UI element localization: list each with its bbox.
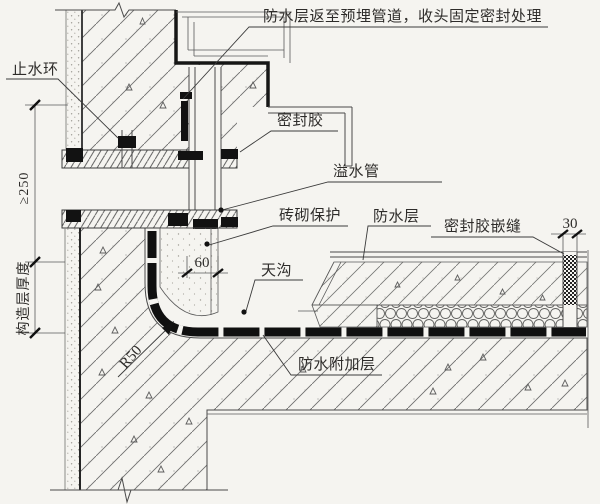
- dim-construction-thickness: 构造层厚度: [16, 261, 32, 336]
- dim-min-height: ≥250: [17, 172, 32, 205]
- label-brick-protection: 砖砌保护: [279, 207, 341, 224]
- top-break-line: [55, 1, 176, 19]
- column-base-seal: [66, 148, 83, 162]
- dim-protection-width: 60: [195, 255, 210, 271]
- label-top-note: 防水层返至预埋管道，收头固定密封处理: [263, 8, 542, 25]
- leader-dot-gutter: [241, 309, 247, 315]
- protection-cap-seal: [193, 219, 218, 229]
- sealant-caulk-joint: [563, 255, 577, 305]
- screed-topping-layer: [311, 261, 588, 306]
- r50-arrowhead: [162, 321, 174, 335]
- waterproof-membrane: [147, 231, 586, 337]
- upper-wall-section: [55, 1, 353, 210]
- parapet-step-outline: [174, 10, 270, 107]
- aggregate-marks-upper: [125, 16, 257, 109]
- label-sealant-caulk-joint: 密封胶嵌缝: [444, 218, 522, 235]
- label-water-stop-ring: 止水环: [12, 61, 59, 78]
- dimension-left: ≥250 构造层厚度: [16, 99, 68, 339]
- label-gutter: 天沟: [261, 262, 292, 279]
- dimension-60: 60: [178, 255, 228, 278]
- membrane-on-pipe: [181, 101, 188, 141]
- leader-dot-overflow-pipe: [218, 207, 224, 213]
- label-overflow-pipe: 溢水管: [333, 163, 380, 180]
- lower-concrete-hatch: [79, 227, 588, 491]
- coping-flashing-lines: [176, 11, 291, 63]
- lower-column: [65, 228, 80, 490]
- roof-top-surface-lines: [330, 251, 587, 258]
- upper-column: [66, 10, 82, 150]
- pipe-slab-seal-left: [178, 151, 203, 160]
- pipe-slab-seal-right: [221, 149, 238, 159]
- parapet-edge-lines: [268, 106, 353, 167]
- leader-dot-brick-protection: [204, 241, 210, 247]
- dimension-30: 30: [551, 216, 586, 252]
- overflow-pipe-walls: [188, 67, 222, 210]
- overflow-pipe-channel: [189, 65, 221, 210]
- aggregate-marks-topping: [394, 273, 546, 301]
- insulation-layer: [376, 304, 588, 328]
- label-waterproof-layer: 防水层: [373, 208, 420, 225]
- annotations: 防水层返至预埋管道，收头固定密封处理 止水环 密封胶 溢水管 砖砌保护 防水层 …: [6, 8, 565, 376]
- ground-break-line: [50, 476, 228, 504]
- water-stop-ring-mark: [118, 136, 136, 148]
- label-sealant: 密封胶: [277, 112, 324, 129]
- slope-screed: [311, 304, 378, 328]
- roof-buildup-section: [298, 250, 589, 428]
- aggregate-marks-lower: [94, 245, 569, 473]
- slab-end-seal: [168, 213, 188, 226]
- dim-joint-width: 30: [563, 216, 578, 232]
- label-waterproof-additional: 防水附加层: [298, 356, 376, 373]
